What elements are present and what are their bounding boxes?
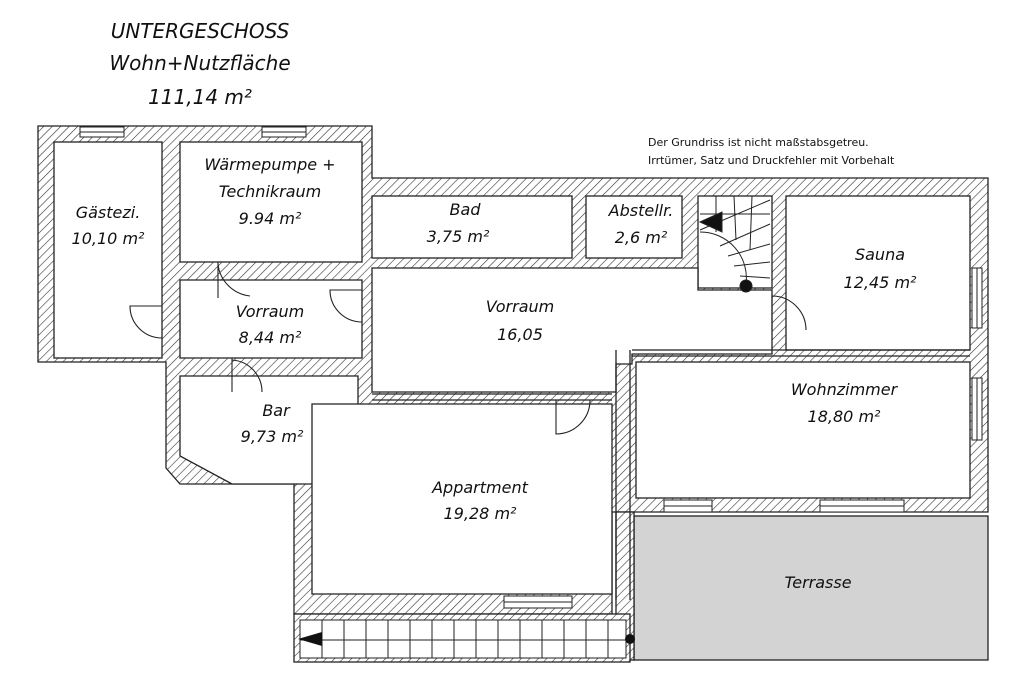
plan-title-area-value: 111,14 m²: [148, 85, 252, 109]
label-vorraum1-area: 8,44 m²: [239, 328, 302, 347]
room-sauna: [785, 195, 971, 351]
label-wohnzimmer-area: 18,80 m²: [808, 407, 881, 426]
label-waerme-name2: Technikraum: [219, 182, 322, 201]
label-vorraum2-name: Vorraum: [486, 297, 554, 316]
disclaimer-line-2: Irrtümer, Satz und Druckfehler mit Vorbe…: [648, 154, 895, 167]
label-sauna-area: 12,45 m²: [844, 273, 917, 292]
label-wohnzimmer-name: Wohnzimmer: [791, 380, 899, 399]
room-stairwell: [697, 195, 773, 289]
indoor-stair-dot-icon: [739, 279, 753, 293]
label-abstell-area: 2,6 m²: [615, 228, 668, 247]
label-bad-area: 3,75 m²: [427, 227, 490, 246]
windows: [79, 126, 983, 609]
stair-start-dot-icon: [625, 634, 635, 644]
label-appartment-name: Appartment: [431, 478, 528, 497]
room-vorraum-large: [371, 267, 773, 393]
label-appartment-area: 19,28 m²: [444, 504, 517, 523]
doors: [129, 262, 807, 435]
label-gaestezi-area: 10,10 m²: [72, 229, 145, 248]
room-wohnzimmer: [635, 361, 971, 499]
disclaimer-line-1: Der Grundriss ist nicht maßstabsgetreu.: [648, 136, 869, 149]
room-abstellraum: [585, 195, 683, 259]
label-vorraum2-area: 16,05: [497, 325, 543, 344]
label-bar-area: 9,73 m²: [241, 427, 304, 446]
plan-title-floor: UNTERGESCHOSS: [111, 19, 290, 43]
label-gaestezi-name: Gästezi.: [76, 203, 141, 222]
room-bad: [371, 195, 573, 259]
label-waerme-area: 9.94 m²: [239, 209, 302, 228]
room-appartment: [311, 403, 613, 595]
interior-thin-walls: [372, 349, 970, 600]
plan-title-area-label: Wohn+Nutzfläche: [109, 51, 290, 75]
label-bar-name: Bar: [262, 401, 291, 420]
indoor-staircase: [698, 195, 771, 293]
indoor-stair-arrow-icon: [698, 211, 723, 233]
label-sauna-name: Sauna: [855, 245, 905, 264]
room-waermepumpe: [179, 141, 363, 263]
stair-direction-arrow-icon: [298, 632, 322, 646]
label-waerme-name1: Wärmepumpe +: [204, 155, 335, 174]
label-vorraum1-name: Vorraum: [236, 302, 304, 321]
label-terrasse-name: Terrasse: [784, 573, 851, 592]
label-bad-name: Bad: [450, 200, 482, 219]
label-abstell-name: Abstellr.: [608, 201, 674, 220]
terrace-area: [633, 515, 989, 661]
room-gaestezi: [53, 141, 163, 359]
outdoor-staircase: [293, 613, 635, 663]
